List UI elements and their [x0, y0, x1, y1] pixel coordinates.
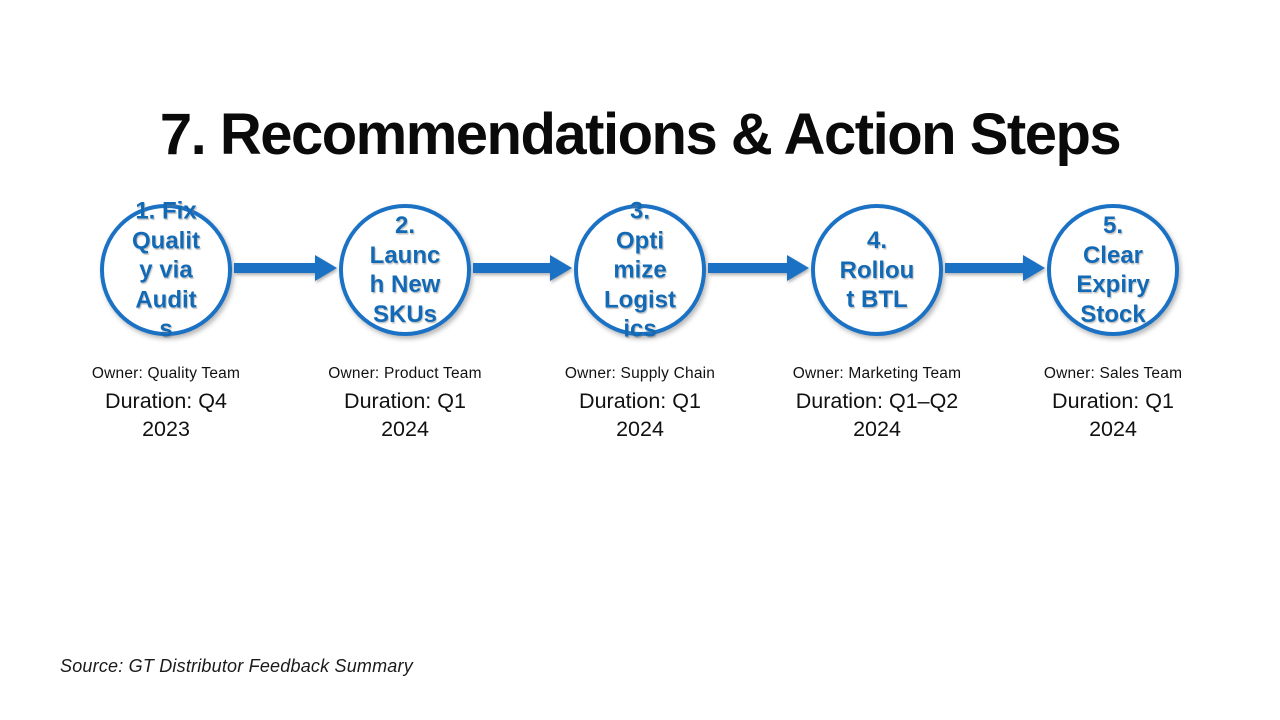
step-5-line: 5. [1102, 212, 1123, 239]
step-circle-2: 2. Launc h New SKUs [339, 204, 471, 336]
step-2-line: h New [369, 271, 441, 298]
flow-arrow-2 [473, 254, 572, 281]
step-circle-1: 1. Fix Qualit y via Audit s [100, 197, 232, 342]
step-3-line: 3. [629, 197, 650, 225]
step-circle-5: 5. Clear Expiry Stock [1047, 204, 1179, 336]
step-1-owner: Owner: Quality Team [91, 365, 241, 382]
step-circle-3: 3. Opti mize Logist ics [574, 197, 706, 342]
step-4-line: Rollou [839, 256, 915, 284]
step-4-line: 4. [866, 226, 887, 254]
step-circle-4: 4. Rollou t BTL [811, 204, 943, 336]
arrow-shaft [708, 262, 787, 273]
step-1-line: s [159, 315, 173, 343]
flow-arrow-1 [234, 254, 337, 281]
step-1-duration: Duration: Q4 [105, 389, 227, 413]
step-1-line: 1. Fix [135, 197, 197, 225]
step-5-duration: Duration: Q1 [1052, 389, 1174, 413]
step-4-meta: Owner: Marketing Team Duration: Q1–Q2 20… [752, 364, 1002, 443]
step-2-owner: Owner: Product Team [328, 365, 482, 382]
arrow-head-icon [1023, 254, 1045, 281]
step-5-line: Clear [1082, 241, 1144, 269]
step-3-line: ics [623, 315, 657, 343]
arrow-shaft [234, 262, 315, 273]
step-5-line: Stock [1080, 300, 1146, 328]
step-3-line: Logist [604, 285, 676, 313]
step-3-line: mize [613, 256, 667, 284]
flow-arrow-4 [945, 254, 1045, 281]
step-2-line: Launc [369, 241, 441, 269]
step-1-line: y via [139, 256, 193, 284]
step-1-duration-year: 2023 [142, 417, 190, 441]
source-note: Source: GT Distributor Feedback Summary [60, 656, 413, 676]
step-1-line: Audit [135, 285, 197, 313]
step-4-line: t BTL [846, 285, 908, 313]
step-3-meta: Owner: Supply Chain Duration: Q1 2024 [515, 364, 765, 443]
step-circle-2-label: 2. Launc h New SKUs [349, 211, 461, 329]
step-3-duration-year: 2024 [616, 417, 664, 441]
arrow-shaft [945, 262, 1023, 273]
step-4-owner: Owner: Marketing Team [792, 365, 962, 382]
step-2-duration-year: 2024 [381, 417, 429, 441]
step-5-line: Expiry [1076, 271, 1150, 298]
step-2-meta: Owner: Product Team Duration: Q1 2024 [280, 364, 530, 443]
step-5-owner: Owner: Sales Team [1043, 365, 1183, 382]
step-3-line: Opti [616, 226, 664, 254]
step-5-meta: Owner: Sales Team Duration: Q1 2024 [988, 364, 1238, 443]
step-5-duration-year: 2024 [1089, 417, 1137, 441]
step-1-line: Qualit [131, 226, 200, 254]
step-2-duration: Duration: Q1 [344, 389, 466, 413]
arrow-head-icon [315, 254, 337, 281]
step-2-line: SKUs [372, 300, 438, 328]
step-circle-5-label: 5. Clear Expiry Stock [1057, 211, 1169, 329]
arrow-head-icon [787, 254, 809, 281]
step-circle-3-label: 3. Opti mize Logist ics [584, 196, 696, 344]
step-2-line: 2. [394, 212, 415, 239]
arrow-head-icon [550, 254, 572, 281]
slide-title: 7. Recommendations & Action Steps [159, 101, 1122, 167]
step-4-duration: Duration: Q1–Q2 [795, 389, 959, 413]
step-4-duration-year: 2024 [853, 417, 901, 441]
step-3-duration: Duration: Q1 [579, 389, 701, 413]
step-circle-4-label: 4. Rollou t BTL [821, 226, 933, 315]
arrow-shaft [473, 262, 550, 273]
flow-arrow-3 [708, 254, 809, 281]
step-3-owner: Owner: Supply Chain [564, 365, 716, 382]
step-1-meta: Owner: Quality Team Duration: Q4 2023 [41, 364, 291, 443]
step-circle-1-label: 1. Fix Qualit y via Audit s [110, 196, 222, 344]
